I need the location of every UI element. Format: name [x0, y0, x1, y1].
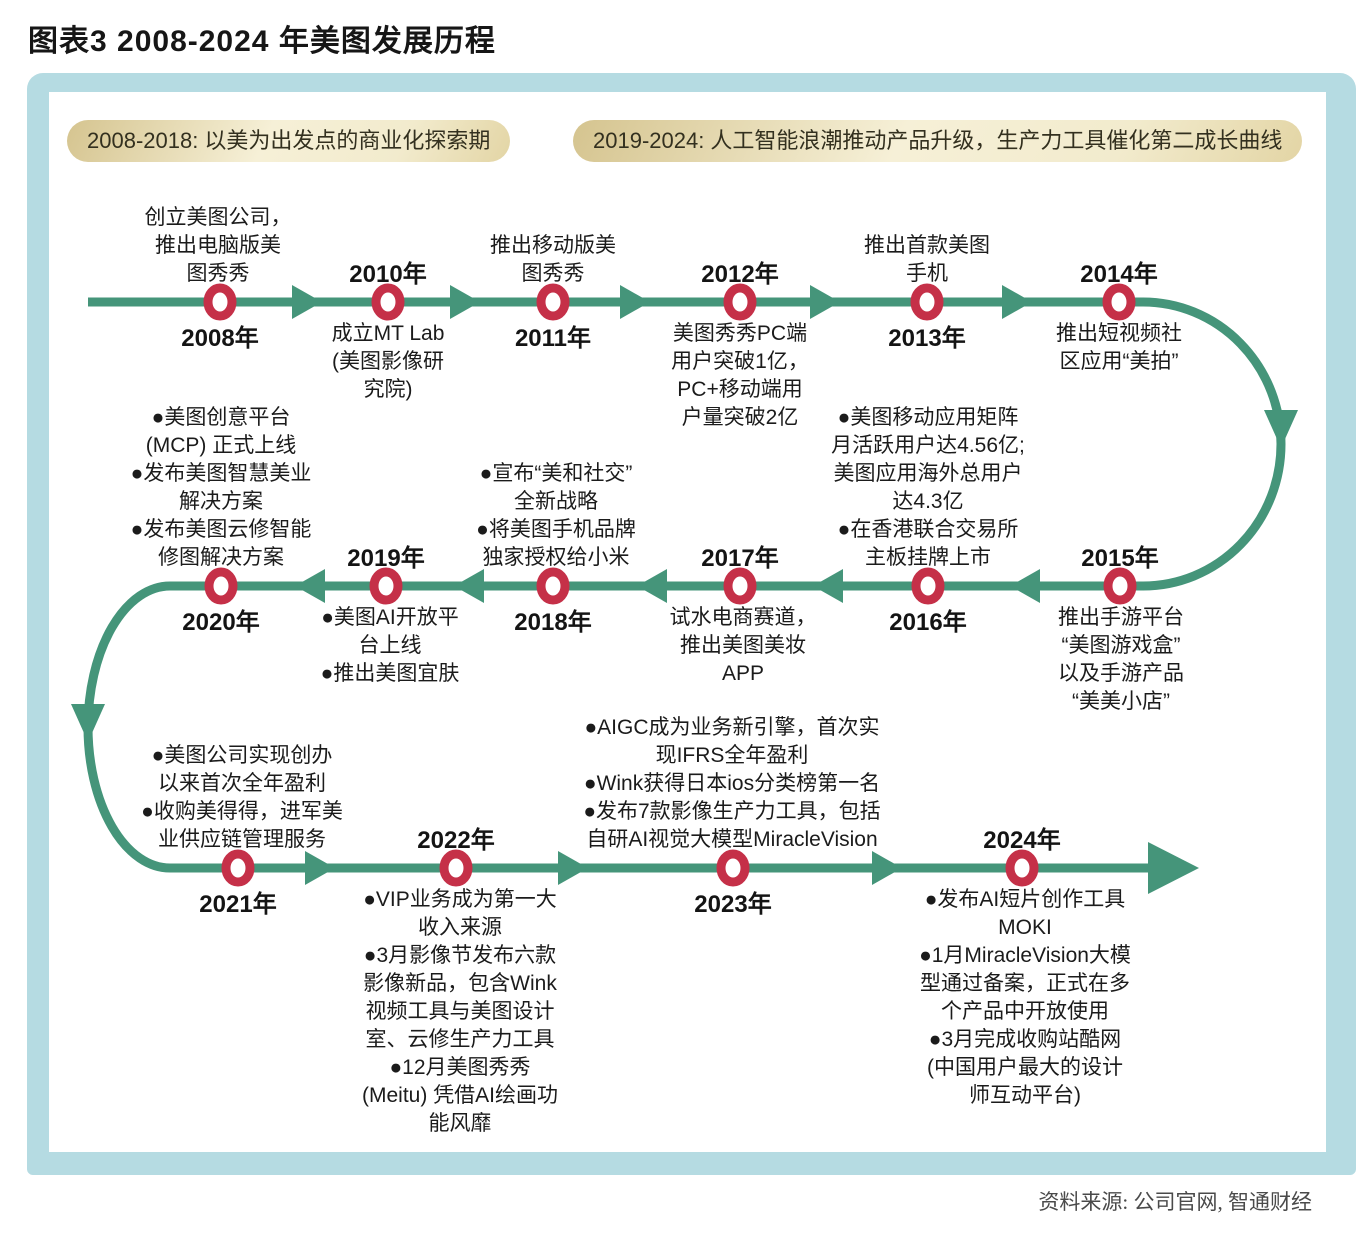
milestone-text-2018: ●宣布“美和社交” 全新战略 ●将美图手机品牌 独家授权给小米	[476, 462, 636, 569]
milestone-text-2024: ●发布AI短片创作工具 MOKI ●1月MiracleVision大模 型通过备…	[919, 888, 1131, 1107]
milestone-text-2015: 推出手游平台 “美图游戏盒” 以及手游产品 “美美小店”	[1058, 606, 1184, 713]
page-title: 图表3 2008-2024 年美图发展历程	[28, 25, 496, 58]
year-label-2008: 2008年	[181, 325, 259, 352]
milestone-text-2011: 推出移动版美 图秀秀	[490, 234, 616, 285]
milestone-text-2019: ●美图AI开放平 台上线 ●推出美图宜肤	[320, 606, 460, 685]
year-label-2023: 2023年	[694, 891, 772, 918]
milestone-text-2017: 试水电商赛道， 推出美图美妆 APP	[669, 606, 817, 685]
year-label-2011: 2011年	[514, 325, 592, 352]
year-label-2020: 2020年	[182, 609, 260, 636]
year-label-2015: 2015年	[1081, 545, 1159, 572]
milestone-text-2010: 成立MT Lab (美图影像研 究院)	[331, 322, 445, 401]
year-label-2016: 2016年	[889, 609, 967, 636]
milestone-text-2023: ●AIGC成为业务新引擎，首次实 现IFRS全年盈利 ●Wink获得日本ios分…	[583, 716, 881, 851]
milestone-text-2020: ●美图创意平台 (MCP) 正式上线 ●发布美图智慧美业 解决方案 ●发布美图云…	[130, 406, 312, 569]
year-label-2022: 2022年	[417, 827, 495, 854]
phase-label-2008-2018: 2008-2018: 以美为出发点的商业化探索期	[67, 120, 511, 162]
milestone-text-2012: 美图秀秀PC端 用户突破1亿， PC+移动端用 户量突破2亿	[671, 322, 809, 429]
milestone-text-2022: ●VIP业务成为第一大 收入来源 ●3月影像节发布六款 影像新品，包含Wink …	[361, 888, 559, 1135]
phase-label-2019-2024: 2019-2024: 人工智能浪潮推动产品升级，生产力工具催化第二成长曲线	[573, 120, 1303, 162]
year-label-2019: 2019年	[347, 545, 425, 572]
year-label-2012: 2012年	[701, 261, 779, 288]
milestone-text-2014: 推出短视频社 区应用“美拍”	[1056, 322, 1182, 373]
year-label-2021: 2021年	[199, 891, 277, 918]
year-label-2014: 2014年	[1080, 261, 1158, 288]
milestone-text-2013: 推出首款美图 手机	[864, 234, 990, 285]
year-label-2010: 2010年	[349, 261, 427, 288]
year-label-2017: 2017年	[701, 545, 779, 572]
timeline-panel	[27, 73, 1356, 1175]
year-markers	[203, 283, 1137, 887]
year-label-2013: 2013年	[888, 325, 966, 352]
year-label-2024: 2024年	[983, 827, 1061, 854]
timeline-arrowheads	[71, 285, 1298, 894]
year-label-2018: 2018年	[514, 609, 592, 636]
milestone-text-2008: 创立美图公司， 推出电脑版美 图秀秀	[144, 206, 292, 285]
milestone-text-2021: ●美图公司实现创办 以来首次全年盈利 ●收购美得得，进军美 业供应链管理服务	[141, 744, 343, 851]
source-note: 资料来源: 公司官网, 智通财经	[1038, 1190, 1312, 1214]
milestone-text-2016: ●美图移动应用矩阵 月活跃用户达4.56亿; 美图应用海外总用户 达4.3亿 ●…	[831, 406, 1025, 569]
